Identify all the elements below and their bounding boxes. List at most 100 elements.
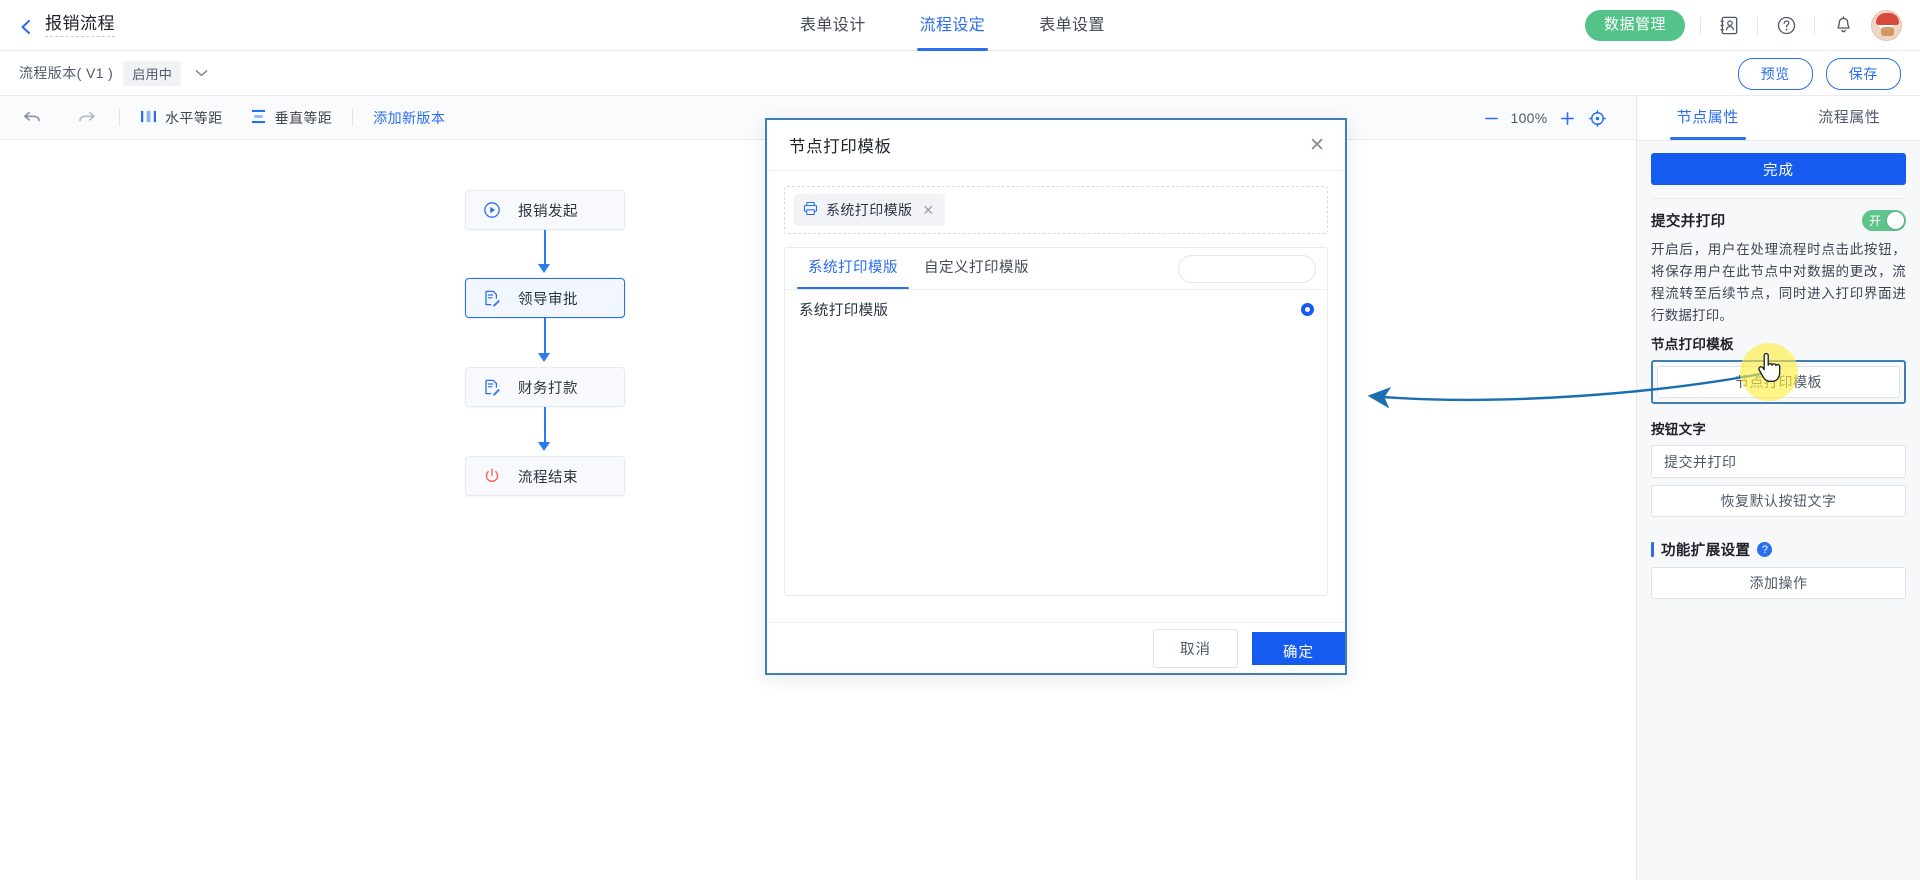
properties-tabs: 节点属性 流程属性 bbox=[1637, 96, 1920, 141]
zoom-level: 100% bbox=[1510, 110, 1548, 126]
main-nav-tabs: 表单设计 流程设定 表单设置 bbox=[800, 0, 1105, 51]
zoom-controls: 100% bbox=[1476, 96, 1636, 140]
add-new-version-button[interactable]: 添加新版本 bbox=[373, 109, 446, 126]
dialog-title: 节点打印模板 bbox=[789, 138, 892, 156]
extension-section-title: 功能扩展设置 bbox=[1661, 543, 1751, 559]
horizontal-distribute-button[interactable]: 水平等距 bbox=[140, 108, 223, 128]
flow-node-start[interactable]: 报销发起 bbox=[465, 190, 625, 230]
radio-selected-icon[interactable] bbox=[1301, 302, 1314, 316]
flow-edge bbox=[544, 407, 546, 447]
flow-node-leader-approval[interactable]: 领导审批 bbox=[465, 278, 625, 318]
cancel-button[interactable]: 取消 bbox=[1153, 628, 1238, 668]
flow-node-label: 流程结束 bbox=[518, 469, 578, 486]
help-icon[interactable] bbox=[1773, 13, 1799, 39]
dialog-header: 节点打印模板 ✕ bbox=[767, 120, 1345, 171]
preview-button[interactable]: 预览 bbox=[1737, 57, 1813, 90]
top-bar: 报销流程 表单设计 流程设定 表单设置 数据管理 bbox=[0, 0, 1920, 51]
horizontal-distribute-label: 水平等距 bbox=[165, 109, 223, 126]
fit-to-screen-button[interactable] bbox=[1582, 103, 1612, 133]
button-text-input[interactable] bbox=[1651, 445, 1906, 478]
divider bbox=[1700, 16, 1701, 35]
printer-icon bbox=[803, 201, 818, 219]
zoom-in-button[interactable] bbox=[1552, 103, 1582, 133]
add-operation-button[interactable]: 添加操作 bbox=[1651, 567, 1906, 599]
properties-body: 完成 提交并打印 开 开启后，用户在处理流程时点击此按钮，将保存用户在此节点中对… bbox=[1637, 141, 1920, 599]
redo-icon[interactable] bbox=[73, 105, 99, 131]
list-item[interactable]: 系统打印模版 bbox=[785, 290, 1327, 328]
save-button[interactable]: 保存 bbox=[1825, 57, 1901, 90]
toggle-knob bbox=[1887, 212, 1904, 229]
back-to-list[interactable]: 报销流程 bbox=[0, 14, 115, 37]
node-print-template-button[interactable]: 节点打印模板 bbox=[1657, 366, 1900, 398]
search-input[interactable] bbox=[1190, 261, 1327, 277]
tab-form-settings[interactable]: 表单设置 bbox=[1039, 17, 1105, 34]
template-tabs: 系统打印模版 自定义打印模版 bbox=[785, 248, 1327, 290]
vertical-distribute-button[interactable]: 垂直等距 bbox=[250, 108, 333, 128]
question-mark-icon[interactable]: ? bbox=[1757, 542, 1773, 557]
tab-node-properties[interactable]: 节点属性 bbox=[1637, 96, 1779, 140]
flow-node-finance-payment[interactable]: 财务打款 bbox=[465, 367, 625, 407]
chevron-left-icon[interactable] bbox=[19, 19, 32, 34]
divider bbox=[1651, 198, 1906, 199]
play-circle-icon bbox=[483, 201, 501, 219]
approval-icon bbox=[483, 378, 501, 396]
flow-edge-arrow bbox=[538, 442, 550, 451]
selected-template-tag[interactable]: 系统打印模版 ✕ bbox=[794, 194, 945, 226]
flow-edge bbox=[544, 230, 546, 268]
undo-icon[interactable] bbox=[19, 105, 45, 131]
page-title: 报销流程 bbox=[45, 14, 115, 37]
flow-node-label: 领导审批 bbox=[518, 291, 578, 308]
properties-panel: 节点属性 流程属性 完成 提交并打印 开 开启后，用户在处理流程时点击此按钮，将… bbox=[1636, 96, 1920, 880]
node-print-template-label: 节点打印模板 bbox=[1651, 337, 1734, 352]
approval-icon bbox=[483, 289, 501, 307]
horizontal-distribute-icon bbox=[140, 109, 157, 127]
tab-system-templates[interactable]: 系统打印模版 bbox=[795, 248, 911, 289]
tab-form-design[interactable]: 表单设计 bbox=[800, 17, 866, 34]
divider bbox=[352, 109, 354, 126]
node-print-template-dialog: 节点打印模板 ✕ 系统打印模版 ✕ 系统打印模版 自定义打印模版 bbox=[765, 118, 1347, 675]
avatar[interactable] bbox=[1871, 10, 1902, 41]
flow-edge bbox=[544, 318, 546, 358]
submit-print-toggle[interactable]: 开 bbox=[1862, 210, 1906, 231]
chevron-down-icon[interactable] bbox=[195, 64, 208, 82]
divider bbox=[1814, 16, 1815, 35]
zoom-out-button[interactable] bbox=[1476, 103, 1506, 133]
submit-print-label: 提交并打印 bbox=[1651, 214, 1726, 230]
divider bbox=[1757, 16, 1758, 35]
power-off-icon bbox=[483, 467, 501, 485]
data-management-button[interactable]: 数据管理 bbox=[1584, 10, 1685, 41]
complete-button[interactable]: 完成 bbox=[1651, 153, 1906, 185]
selected-templates-zone[interactable]: 系统打印模版 ✕ bbox=[784, 186, 1328, 234]
divider bbox=[119, 109, 120, 126]
list-item-label: 系统打印模版 bbox=[799, 302, 889, 319]
extension-section-header: 功能扩展设置 ? bbox=[1651, 539, 1906, 560]
version-bar-actions: 预览 保存 bbox=[1737, 51, 1901, 96]
submit-print-row: 提交并打印 开 bbox=[1651, 210, 1906, 231]
dialog-footer: 取消 确定 bbox=[767, 622, 1345, 673]
bell-icon[interactable] bbox=[1830, 13, 1856, 39]
tab-process-settings[interactable]: 流程设定 bbox=[916, 0, 988, 51]
tab-custom-templates[interactable]: 自定义打印模版 bbox=[924, 260, 1029, 276]
flow-edge-arrow bbox=[538, 264, 550, 273]
flow-node-end[interactable]: 流程结束 bbox=[465, 456, 625, 496]
flow-node-label: 财务打款 bbox=[518, 380, 578, 397]
tab-process-properties[interactable]: 流程属性 bbox=[1818, 109, 1881, 126]
restore-default-button-text-button[interactable]: 恢复默认按钮文字 bbox=[1651, 485, 1906, 517]
selected-template-label: 系统打印模版 bbox=[826, 202, 913, 218]
status-badge: 启用中 bbox=[123, 60, 182, 86]
close-icon[interactable]: ✕ bbox=[1309, 134, 1325, 156]
node-print-template-focus-ring: 节点打印模板 bbox=[1651, 360, 1906, 404]
confirm-button[interactable]: 确定 bbox=[1252, 631, 1345, 665]
remove-tag-icon[interactable]: ✕ bbox=[922, 201, 935, 218]
submit-print-description: 开启后，用户在处理流程时点击此按钮，将保存用户在此节点中对数据的更改，流程流转至… bbox=[1651, 242, 1906, 323]
template-search-box[interactable] bbox=[1178, 255, 1327, 283]
vertical-distribute-label: 垂直等距 bbox=[274, 109, 333, 126]
flow-node-label: 报销发起 bbox=[518, 203, 578, 220]
version-label: 流程版本( V1 ) bbox=[19, 65, 114, 81]
button-text-label: 按钮文字 bbox=[1651, 422, 1707, 437]
template-list-card: 系统打印模版 自定义打印模版 系统打印模版 bbox=[784, 247, 1328, 596]
contacts-icon[interactable] bbox=[1716, 13, 1742, 39]
section-accent-bar bbox=[1651, 542, 1654, 557]
vertical-distribute-icon bbox=[250, 109, 267, 127]
